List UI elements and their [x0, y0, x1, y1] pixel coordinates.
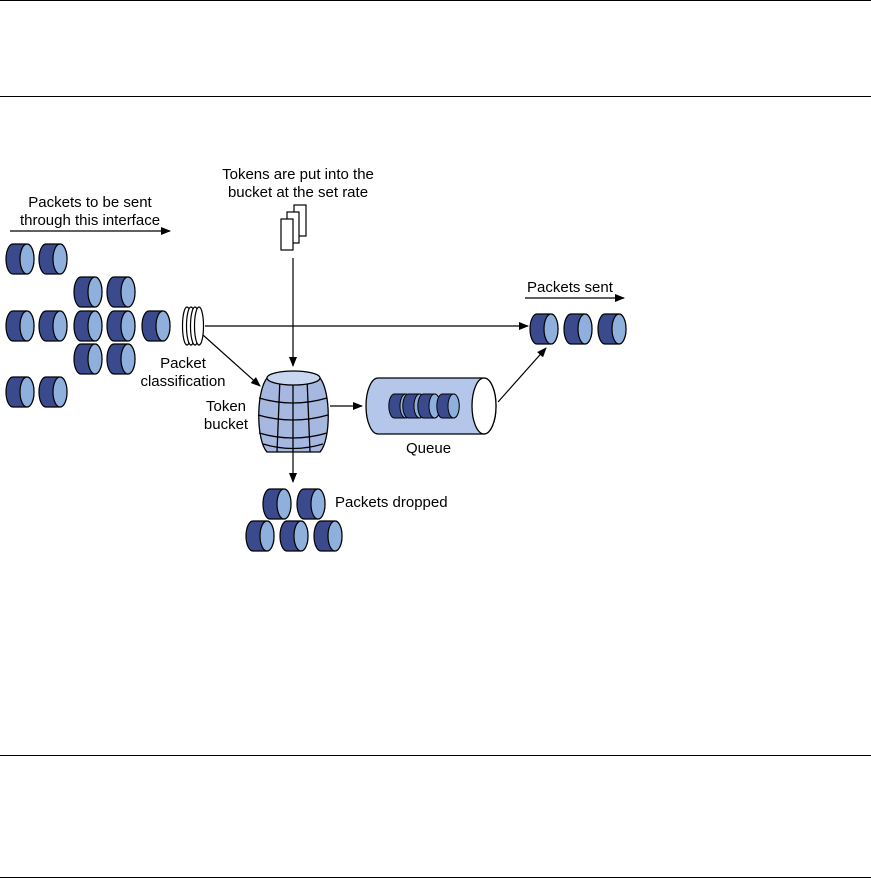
- packet: [38, 376, 68, 408]
- packet: [38, 243, 68, 275]
- packet: [106, 276, 136, 308]
- classify-to-bucket-arrow: [202, 334, 261, 387]
- token-bucket-label: Token bucket: [196, 398, 256, 434]
- bottom-rule: [0, 877, 871, 878]
- packet: [597, 313, 627, 345]
- packet: [141, 310, 171, 342]
- sent-packets: [529, 313, 627, 345]
- token-bucket-label-line-2: bucket: [203, 416, 249, 433]
- header-rule: [0, 96, 871, 97]
- dropped-label: Packets dropped: [335, 494, 448, 511]
- packet: [73, 343, 103, 375]
- flow-arrows: [10, 227, 625, 483]
- tokens-label-line-2: bucket at the set rate: [227, 184, 369, 201]
- classification-label: Packet classification: [128, 355, 238, 391]
- packet: [563, 313, 593, 345]
- footer-rule: [0, 755, 871, 756]
- packet: [73, 276, 103, 308]
- packet: [245, 520, 275, 552]
- tokens-icon: [280, 204, 307, 251]
- packet: [296, 488, 326, 520]
- packet: [5, 376, 35, 408]
- packet: [73, 310, 103, 342]
- packet: [38, 310, 68, 342]
- queue-to-sent-arrow: [497, 347, 547, 403]
- tokens-label-line-1: Tokens are put into the: [222, 166, 374, 183]
- packet: [5, 243, 35, 275]
- packet: [279, 520, 309, 552]
- token-bucket-label-line-1: Token: [205, 398, 247, 415]
- packet: [262, 488, 292, 520]
- classification-label-line-2: classification: [140, 373, 226, 390]
- packet: [529, 313, 559, 345]
- queued-packet: [436, 393, 460, 419]
- classification-label-line-1: Packet: [160, 355, 206, 372]
- top-rule: [0, 0, 871, 1]
- incoming-label-line-1: Packets to be sent: [28, 194, 152, 211]
- packet: [106, 310, 136, 342]
- packet-classifier-icon: [181, 306, 205, 346]
- dropped-packets: [245, 488, 343, 552]
- packet: [313, 520, 343, 552]
- tokens-label: Tokens are put into the bucket at the se…: [208, 166, 388, 202]
- incoming-label: Packets to be sent through this interfac…: [8, 194, 172, 230]
- token-bucket-icon: [257, 370, 329, 453]
- incoming-label-line-2: through this interface: [19, 212, 161, 229]
- queue-icon: [365, 377, 497, 435]
- sent-label: Packets sent: [527, 279, 613, 296]
- queue-label: Queue: [406, 440, 452, 457]
- packet: [5, 310, 35, 342]
